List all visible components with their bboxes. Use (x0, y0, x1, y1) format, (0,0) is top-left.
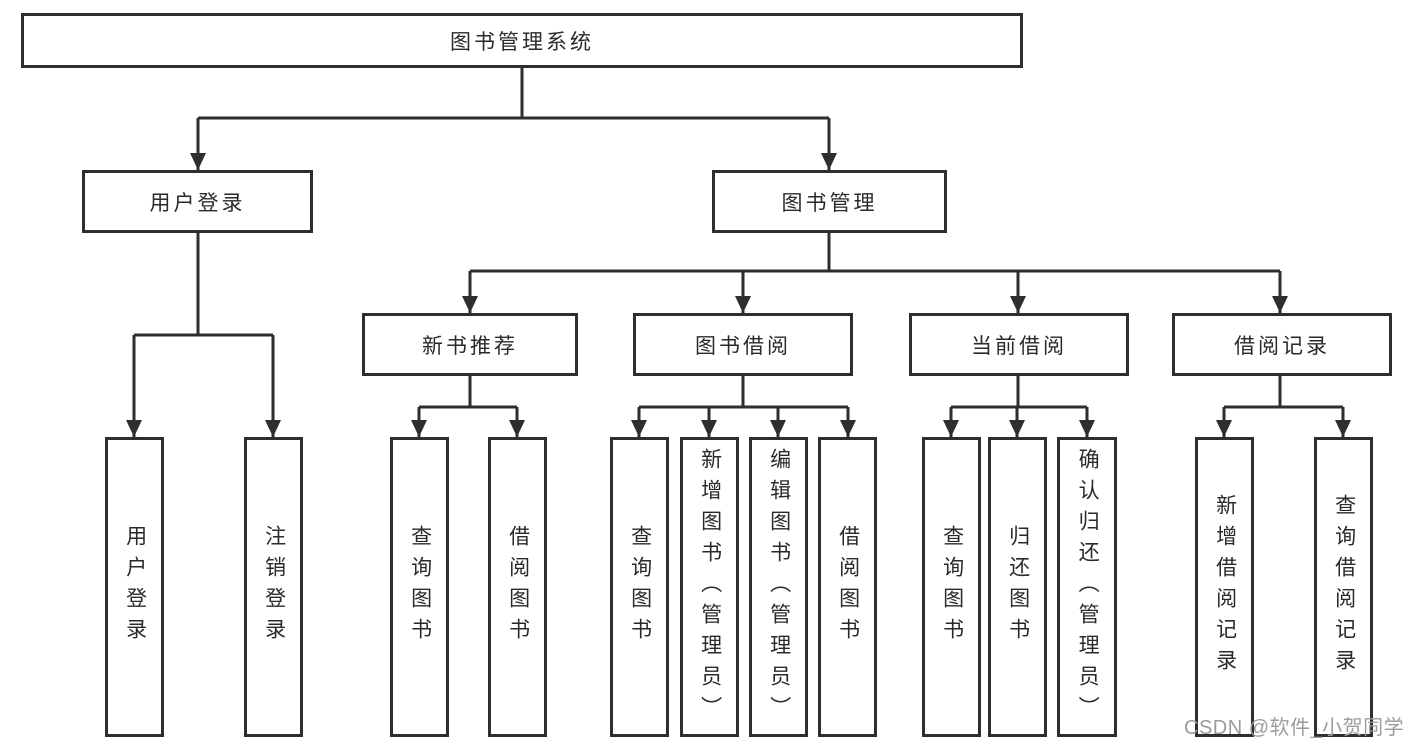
leaf-newrec-borrow-books-label: 借阅图书 (506, 525, 530, 649)
node-borrow-records: 借阅记录 (1172, 313, 1392, 376)
node-user-login-label: 用户登录 (149, 191, 246, 215)
node-book-borrowing-label: 图书借阅 (695, 334, 791, 358)
leaf-add-borrow-record-label: 新增借阅记录 (1213, 494, 1237, 680)
leaf-return-books: 归还图书 (988, 437, 1047, 737)
leaf-confirm-return-admin-label: 确认归还（管理员） (1076, 447, 1100, 727)
node-book-borrowing: 图书借阅 (633, 313, 853, 376)
node-borrow-records-label: 借阅记录 (1234, 334, 1330, 358)
leaf-edit-books-admin-label: 编辑图书（管理员） (767, 447, 791, 727)
leaf-edit-books-admin: 编辑图书（管理员） (749, 437, 808, 737)
leaf-borrowing-query-books-label: 查询图书 (628, 525, 652, 649)
node-root: 图书管理系统 (21, 13, 1023, 68)
node-book-management-label: 图书管理 (781, 191, 878, 215)
node-book-management: 图书管理 (712, 170, 947, 233)
leaf-newrec-query-books-label: 查询图书 (408, 525, 432, 649)
leaf-borrowing-query-books: 查询图书 (610, 437, 669, 737)
leaf-newrec-query-books: 查询图书 (390, 437, 449, 737)
connector-borrow-records-children (1216, 376, 1351, 437)
connector-new-book-children (411, 376, 525, 437)
leaf-current-query-books: 查询图书 (922, 437, 981, 737)
node-user-login: 用户登录 (82, 170, 313, 233)
leaf-borrowing-borrow-books: 借阅图书 (818, 437, 877, 737)
node-new-book-recommend-label: 新书推荐 (422, 334, 518, 358)
csdn-watermark: CSDN @软件_小贺同学 (1184, 717, 1405, 739)
leaf-add-books-admin-label: 新增图书（管理员） (698, 447, 722, 727)
leaf-logout-label: 注销登录 (262, 525, 286, 649)
leaf-borrowing-borrow-books-label: 借阅图书 (836, 525, 860, 649)
leaf-add-borrow-record: 新增借阅记录 (1195, 437, 1254, 737)
leaf-query-borrow-record: 查询借阅记录 (1314, 437, 1373, 737)
connector-root-to-level2 (190, 68, 837, 170)
leaf-query-borrow-record-label: 查询借阅记录 (1332, 494, 1356, 680)
leaf-confirm-return-admin: 确认归还（管理员） (1057, 437, 1117, 737)
connector-book-borrow-children (631, 376, 856, 437)
leaf-newrec-borrow-books: 借阅图书 (488, 437, 547, 737)
leaf-add-books-admin: 新增图书（管理员） (680, 437, 739, 737)
node-current-borrowing: 当前借阅 (909, 313, 1129, 376)
leaf-logout: 注销登录 (244, 437, 303, 737)
leaf-user-login-label: 用户登录 (123, 525, 147, 649)
leaf-return-books-label: 归还图书 (1006, 525, 1030, 649)
connector-user-login-children (126, 233, 281, 437)
node-new-book-recommend: 新书推荐 (362, 313, 578, 376)
leaf-user-login: 用户登录 (105, 437, 164, 737)
connector-current-borrow-children (943, 376, 1095, 437)
node-current-borrowing-label: 当前借阅 (971, 334, 1067, 358)
node-root-label: 图书管理系统 (450, 30, 594, 54)
connector-book-mgmt-to-level3 (462, 233, 1288, 313)
leaf-current-query-books-label: 查询图书 (940, 525, 964, 649)
